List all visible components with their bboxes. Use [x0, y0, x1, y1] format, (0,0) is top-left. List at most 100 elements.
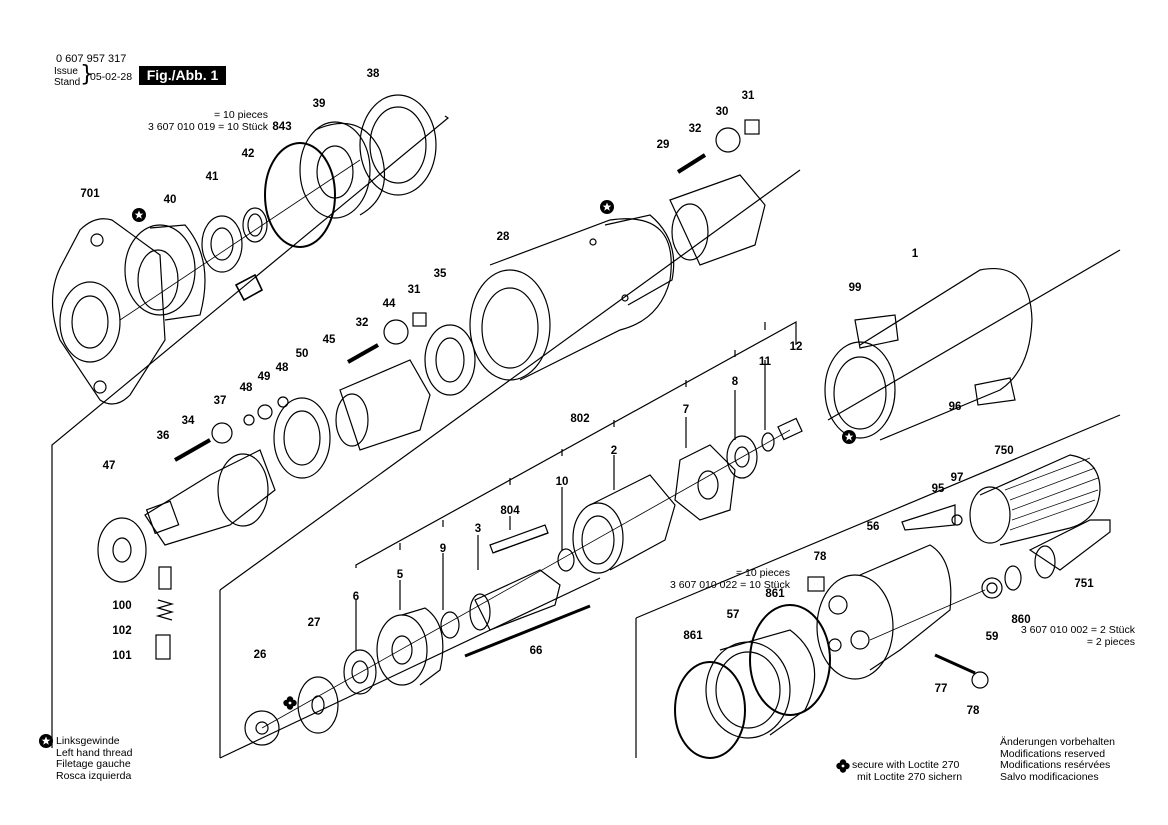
figure-label: Fig./Abb. 1	[139, 66, 226, 85]
note-860: 3 607 010 002 = 2 Stück = 2 pieces	[995, 624, 1135, 648]
label-29: 29	[657, 139, 670, 151]
part-47-washer	[97, 517, 147, 583]
note-843-line2: 3 607 010 019 = 10 Stück	[148, 121, 268, 133]
label-32b: 32	[356, 317, 369, 329]
legend-mid-line2: mit Loctite 270 sichern	[857, 770, 963, 783]
part-56-housing	[816, 544, 952, 680]
part-31b-piece	[412, 312, 427, 327]
part-78b-cap	[971, 671, 989, 689]
label-701: 701	[80, 188, 100, 200]
label-36: 36	[157, 430, 170, 442]
legend-mid-line1: secure with Loctite 270	[852, 759, 960, 771]
part-5-endplate	[376, 607, 444, 686]
circlip-icon	[234, 273, 264, 302]
part-12-screw	[777, 417, 803, 441]
label-30: 30	[716, 106, 729, 118]
part-78a-cap	[807, 576, 825, 592]
legend-left-line4: Rosca izquierda	[56, 769, 132, 782]
label-42: 42	[242, 148, 255, 160]
part-28-housing	[469, 214, 675, 381]
part-804-vanes	[489, 524, 549, 554]
label-50: 50	[296, 348, 309, 360]
legend-right-line1: Änderungen vorbehalten	[1000, 736, 1116, 748]
part-57-sleeve	[705, 629, 816, 739]
part-1-sleeve	[824, 268, 1033, 441]
part-50-bearing	[273, 397, 331, 479]
part-701-flange	[51, 218, 166, 405]
label-26: 26	[254, 649, 267, 661]
label-39: 39	[313, 98, 326, 110]
part-96-band	[974, 377, 1016, 406]
part-77-screw	[934, 653, 976, 675]
label-66: 66	[530, 645, 543, 657]
label-6: 6	[353, 591, 359, 603]
issue-date: 05-02-28	[90, 71, 133, 83]
label-802: 802	[570, 413, 589, 425]
part-751-hose-nipple	[1028, 519, 1111, 579]
label-8: 8	[732, 376, 739, 388]
part-38-cover	[359, 94, 437, 196]
part-860-ring	[1004, 565, 1022, 591]
label-45: 45	[323, 334, 336, 346]
part-97-screw	[951, 514, 963, 526]
label-41: 41	[206, 171, 219, 183]
part-8-bearing	[726, 435, 758, 479]
label-861a: 861	[765, 588, 785, 600]
label-34: 34	[182, 415, 195, 427]
part-44-gear	[383, 319, 409, 345]
legend-right-line3: Modifications resérvées	[1000, 759, 1111, 771]
label-37: 37	[214, 395, 227, 407]
part-29-carrier	[669, 174, 766, 266]
label-750: 750	[994, 445, 1013, 457]
part-750-silencer	[969, 454, 1101, 546]
note-843: = 10 pieces 3 607 010 019 = 10 Stück	[138, 109, 268, 133]
issue-labels: Issue Stand	[54, 66, 80, 88]
legend-right-line2: Modifications reserved	[1000, 747, 1106, 760]
legend-loctite: secure with Loctite 270 mit Loctite 270 …	[852, 759, 963, 783]
label-48a: 48	[240, 382, 253, 394]
label-11: 11	[759, 356, 772, 368]
label-751: 751	[1074, 578, 1094, 590]
label-49: 49	[258, 371, 271, 383]
part-101-plug	[155, 634, 171, 660]
label-78a: 78	[814, 551, 827, 563]
part-3-rotor	[469, 569, 561, 631]
part-48b-ring	[277, 396, 289, 408]
part-45-carrier	[335, 359, 431, 451]
note-860-line2: = 2 pieces	[1086, 636, 1135, 648]
label-95: 95	[932, 483, 945, 495]
legend-modifications: Änderungen vorbehalten Modifications res…	[1000, 736, 1116, 783]
part-42-ring	[242, 207, 268, 243]
part-10-seal	[557, 548, 575, 572]
label-100: 100	[112, 600, 131, 612]
label-57: 57	[727, 609, 740, 621]
leader-bracket-upper	[355, 320, 797, 568]
part-9-washer	[440, 611, 460, 639]
label-1: 1	[912, 248, 919, 260]
note-5-line2: 3 607 010 022 = 10 Stück	[670, 579, 790, 591]
label-28: 28	[497, 231, 510, 243]
legend-left-line2: Left hand thread	[56, 746, 133, 759]
part-49-gear	[257, 404, 273, 420]
part-66-pin	[464, 604, 591, 658]
label-44: 44	[383, 298, 396, 310]
label-861b: 861	[683, 630, 703, 642]
label-48b: 48	[276, 362, 289, 374]
legend-left-line3: Filetage gauche	[56, 758, 131, 770]
part-7-endplate	[674, 444, 736, 521]
brace-glyph: }	[80, 62, 94, 87]
label-804: 804	[500, 505, 520, 517]
part-31a-piece	[744, 119, 760, 135]
label-2: 2	[611, 445, 617, 457]
label-860: 860	[1011, 614, 1030, 626]
label-27: 27	[308, 617, 321, 629]
frame-lower-diagonal	[219, 577, 601, 759]
note-860-line1: 3 607 010 002 = 2 Stück	[1020, 624, 1135, 636]
part-11-washer	[761, 432, 775, 452]
label-10: 10	[556, 476, 569, 488]
label-102: 102	[112, 625, 131, 637]
label-5: 5	[397, 569, 404, 581]
label-31b: 31	[408, 284, 421, 296]
